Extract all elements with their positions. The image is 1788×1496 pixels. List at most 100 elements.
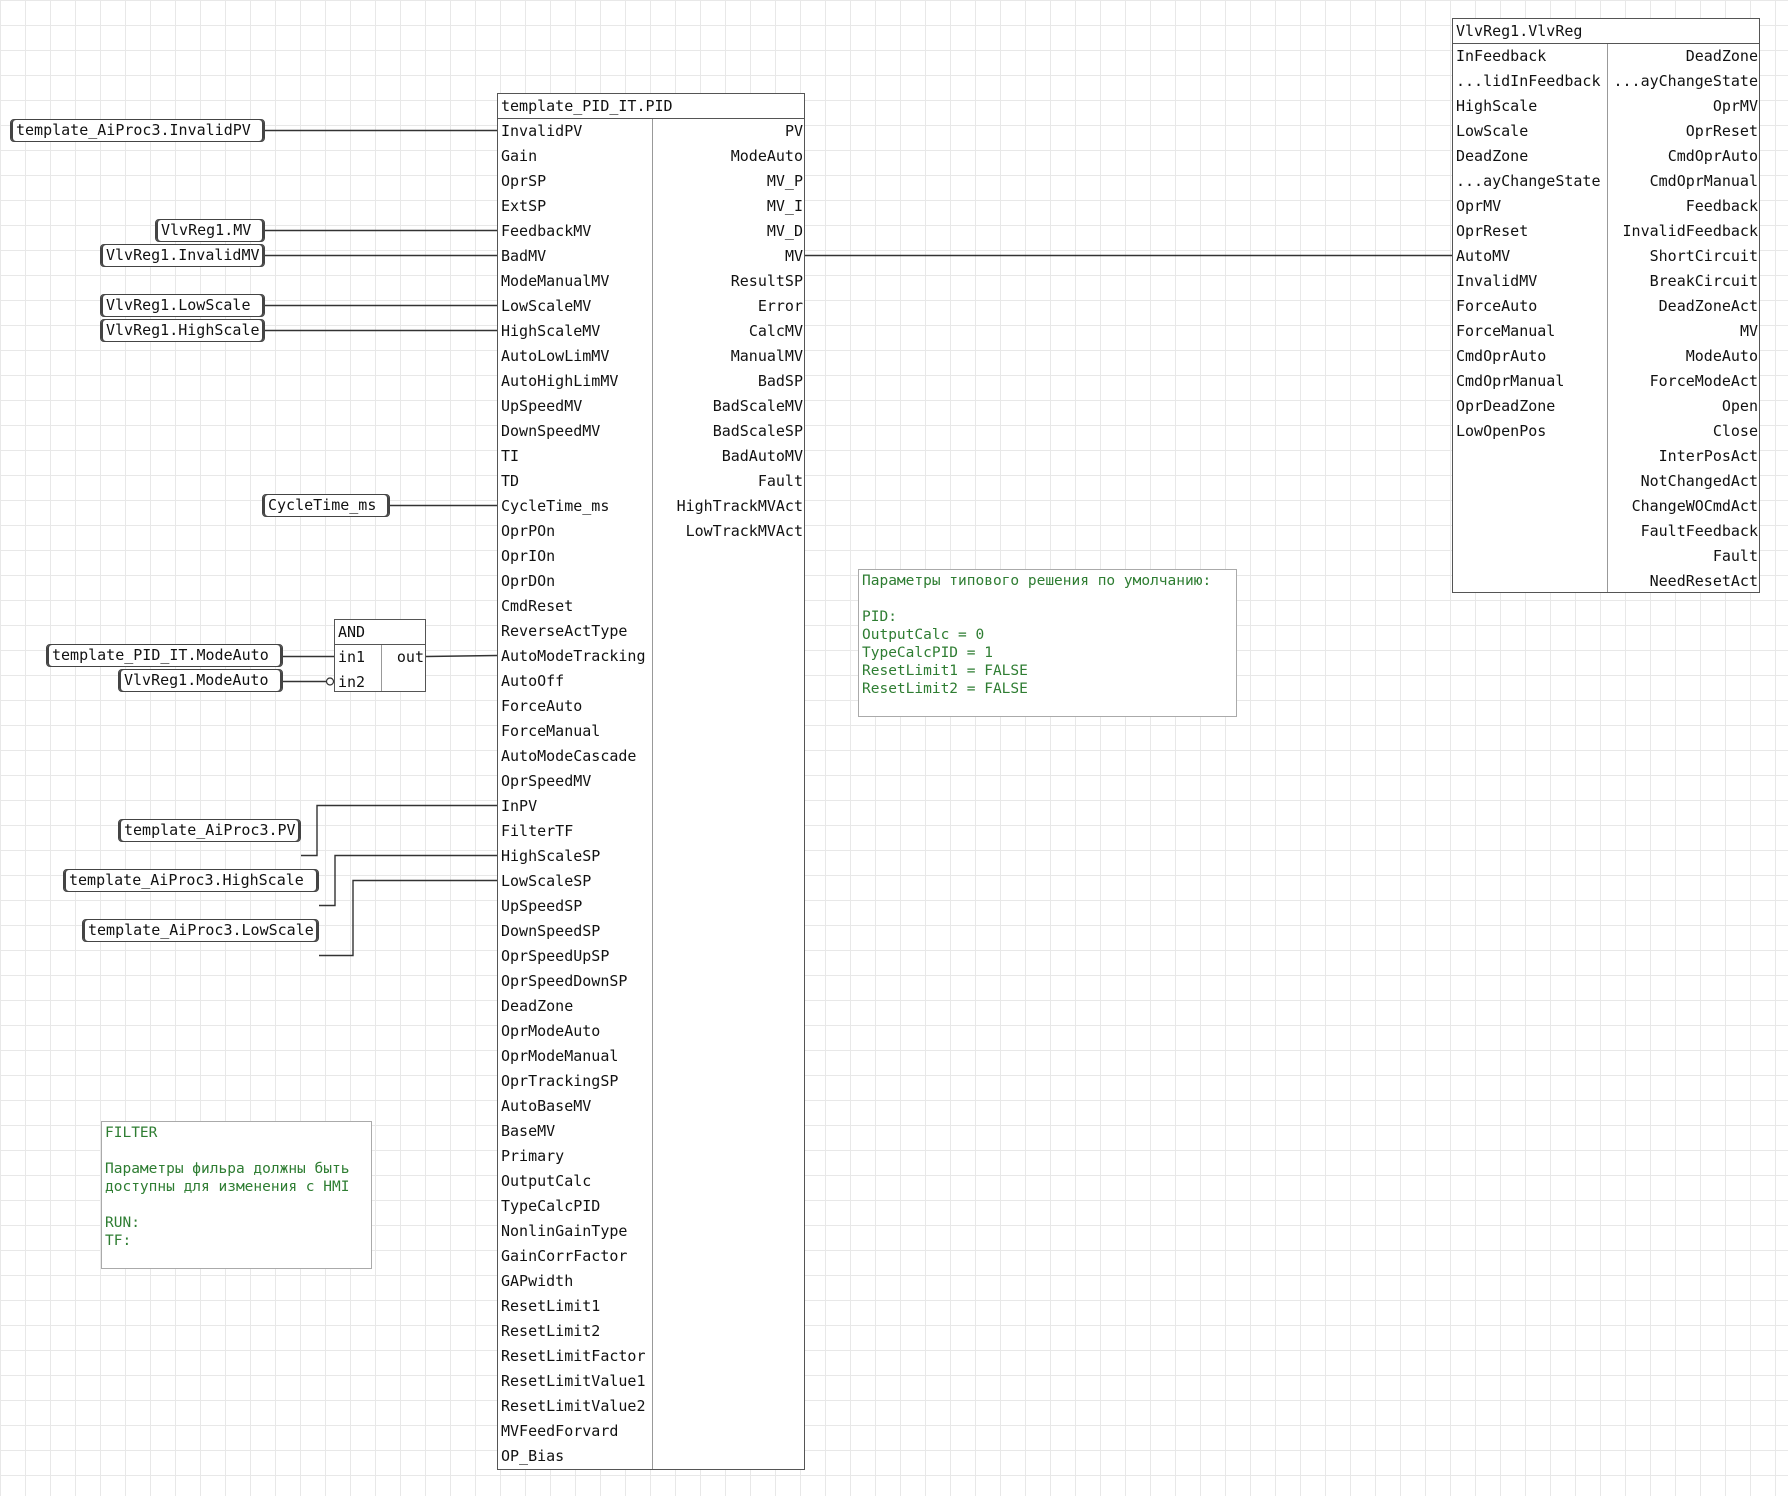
var-template-aiproc3-highscale[interactable]: template_AiProc3.HighScale	[63, 869, 319, 892]
comment-default-parameters[interactable]: Параметры типового решения по умолчанию:…	[858, 569, 1237, 717]
vlv-out-modeauto[interactable]: ModeAuto	[1685, 347, 1758, 365]
pid-in-oprtrackingsp[interactable]: OprTrackingSP	[501, 1072, 619, 1090]
vlv-in-deadzone[interactable]: DeadZone	[1456, 147, 1529, 165]
pid-in-deadzone[interactable]: DeadZone	[501, 997, 574, 1015]
var-template-pid-it-modeauto[interactable]: template_PID_IT.ModeAuto	[46, 644, 283, 667]
vlv-in-lowscale[interactable]: LowScale	[1456, 122, 1529, 140]
vlv-in-cmdoprmanual[interactable]: CmdOprManual	[1456, 372, 1565, 390]
pid-in-oprspeedmv[interactable]: OprSpeedMV	[501, 772, 592, 790]
vlv-out-open[interactable]: Open	[1721, 397, 1758, 415]
pid-out-error[interactable]: Error	[757, 297, 803, 315]
wire-inpv[interactable]	[301, 804, 497, 857]
vlv-in-oprmv[interactable]: OprMV	[1456, 197, 1502, 215]
vlv-in-automv[interactable]: AutoMV	[1456, 247, 1511, 265]
pid-out-mv-p[interactable]: MV_P	[766, 172, 803, 190]
vlv-out-invalidfeedback[interactable]: InvalidFeedback	[1622, 222, 1758, 240]
pid-out-fault[interactable]: Fault	[757, 472, 803, 490]
vlv-out-mv[interactable]: MV	[1739, 322, 1758, 340]
pid-in-forcemanual[interactable]: ForceManual	[501, 722, 601, 740]
pid-in-reverseacttype[interactable]: ReverseActType	[501, 622, 628, 640]
wire-lowscalesp[interactable]	[319, 879, 497, 957]
pid-out-mv[interactable]: MV	[784, 247, 803, 265]
vlv-out-fault[interactable]: Fault	[1712, 547, 1758, 565]
vlv-in-infeedback[interactable]: InFeedback	[1456, 47, 1547, 65]
pid-in-downspeedsp[interactable]: DownSpeedSP	[501, 922, 601, 940]
vlv-in-aychangestate[interactable]: ...ayChangeState	[1456, 172, 1601, 190]
pid-in-filtertf[interactable]: FilterTF	[501, 822, 574, 840]
pid-in-oprdon[interactable]: OprDOn	[501, 572, 556, 590]
var-vlvreg1-invalidmv[interactable]: VlvReg1.InvalidMV	[100, 244, 265, 267]
pid-in-inpv[interactable]: InPV	[501, 797, 538, 815]
pid-in-extsp[interactable]: ExtSP	[501, 197, 547, 215]
vlv-out-needresetact[interactable]: NeedResetAct	[1649, 572, 1758, 590]
vlv-in-oprreset[interactable]: OprReset	[1456, 222, 1529, 240]
pid-out-pv[interactable]: PV	[784, 122, 803, 140]
vlv-in-lowopenpos[interactable]: LowOpenPos	[1456, 422, 1547, 440]
var-template-aiproc3-lowscale[interactable]: template_AiProc3.LowScale	[82, 919, 319, 942]
pid-in-gaincorrfactor[interactable]: GainCorrFactor	[501, 1247, 628, 1265]
pid-in-modemanualmv[interactable]: ModeManualMV	[501, 272, 610, 290]
vlv-in-oprdeadzone[interactable]: OprDeadZone	[1456, 397, 1556, 415]
vlv-in-forceauto[interactable]: ForceAuto	[1456, 297, 1538, 315]
vlv-in-invalidmv[interactable]: InvalidMV	[1456, 272, 1538, 290]
pid-in-resetlimitfactor[interactable]: ResetLimitFactor	[501, 1347, 646, 1365]
vlv-out-notchangedact[interactable]: NotChangedAct	[1640, 472, 1758, 490]
pid-in-automodetracking[interactable]: AutoModeTracking	[501, 647, 646, 665]
var-vlvreg1-mv[interactable]: VlvReg1.MV	[155, 219, 265, 242]
pid-in-invalidpv[interactable]: InvalidPV	[501, 122, 583, 140]
pid-out-badautomv[interactable]: BadAutoMV	[721, 447, 803, 465]
pid-in-highscalemv[interactable]: HighScaleMV	[501, 322, 601, 340]
pid-in-gapwidth[interactable]: GAPwidth	[501, 1272, 574, 1290]
vlv-in-forcemanual[interactable]: ForceManual	[1456, 322, 1556, 340]
vlv-out-close[interactable]: Close	[1712, 422, 1758, 440]
vlv-out-cmdoprmanual[interactable]: CmdOprManual	[1649, 172, 1758, 190]
var-vlvreg1-highscale[interactable]: VlvReg1.HighScale	[100, 319, 265, 342]
pid-out-badscalemv[interactable]: BadScaleMV	[712, 397, 803, 415]
pid-in-outputcalc[interactable]: OutputCalc	[501, 1172, 592, 1190]
pid-in-oprmodemanual[interactable]: OprModeManual	[501, 1047, 619, 1065]
vlv-out-aychangestate[interactable]: ...ayChangeState	[1613, 72, 1759, 90]
var-template-aiproc3-pv[interactable]: template_AiProc3.PV	[118, 819, 301, 842]
pid-in-oprion[interactable]: OprIOn	[501, 547, 556, 565]
andb-in-in2[interactable]: in2	[338, 673, 366, 691]
vlv-in-highscale[interactable]: HighScale	[1456, 97, 1538, 115]
pid-out-modeauto[interactable]: ModeAuto	[730, 147, 803, 165]
pid-in-feedbackmv[interactable]: FeedbackMV	[501, 222, 592, 240]
vlv-out-interposact[interactable]: InterPosAct	[1658, 447, 1758, 465]
var-template-aiproc3-invalidpv[interactable]: template_AiProc3.InvalidPV	[10, 119, 265, 142]
pid-out-manualmv[interactable]: ManualMV	[730, 347, 803, 365]
pid-in-td[interactable]: TD	[501, 472, 520, 490]
vlv-in-cmdoprauto[interactable]: CmdOprAuto	[1456, 347, 1547, 365]
pid-in-oprsp[interactable]: OprSP	[501, 172, 547, 190]
vlv-out-faultfeedback[interactable]: FaultFeedback	[1640, 522, 1758, 540]
vlv-in-lidinfeedback[interactable]: ...lidInFeedback	[1456, 72, 1601, 90]
pid-in-primary[interactable]: Primary	[501, 1147, 565, 1165]
pid-in-upspeedmv[interactable]: UpSpeedMV	[501, 397, 583, 415]
pid-in-cycletime-ms[interactable]: CycleTime_ms	[501, 497, 610, 515]
wire-and-out[interactable]	[425, 654, 498, 658]
pid-in-ti[interactable]: TI	[501, 447, 520, 465]
pid-in-upspeedsp[interactable]: UpSpeedSP	[501, 897, 583, 915]
pid-in-oprspeedupsp[interactable]: OprSpeedUpSP	[501, 947, 610, 965]
pid-in-autolowlimmv[interactable]: AutoLowLimMV	[501, 347, 610, 365]
pid-in-forceauto[interactable]: ForceAuto	[501, 697, 583, 715]
vlvreg-function-block[interactable]: VlvReg1.VlvReg InFeedback...lidInFeedbac…	[1452, 18, 1760, 593]
pid-in-highscalesp[interactable]: HighScaleSP	[501, 847, 601, 865]
vlv-out-feedback[interactable]: Feedback	[1685, 197, 1758, 215]
pid-in-resetlimit2[interactable]: ResetLimit2	[501, 1322, 601, 1340]
pid-in-nonlingaintype[interactable]: NonlinGainType	[501, 1222, 628, 1240]
pid-in-lowscalemv[interactable]: LowScaleMV	[501, 297, 592, 315]
pid-in-op-bias[interactable]: OP_Bias	[501, 1447, 565, 1465]
var-vlvreg1-modeauto[interactable]: VlvReg1.ModeAuto	[118, 669, 283, 692]
andb-out-out[interactable]: out	[396, 648, 424, 666]
pid-in-autohighlimmv[interactable]: AutoHighLimMV	[501, 372, 619, 390]
pid-out-badsp[interactable]: BadSP	[757, 372, 803, 390]
pid-in-lowscalesp[interactable]: LowScaleSP	[501, 872, 592, 890]
pid-in-badmv[interactable]: BadMV	[501, 247, 547, 265]
vlv-out-breakcircuit[interactable]: BreakCircuit	[1649, 272, 1758, 290]
pid-out-hightrackmvact[interactable]: HighTrackMVAct	[676, 497, 803, 515]
pid-in-autobasemv[interactable]: AutoBaseMV	[501, 1097, 592, 1115]
pid-in-gain[interactable]: Gain	[501, 147, 538, 165]
